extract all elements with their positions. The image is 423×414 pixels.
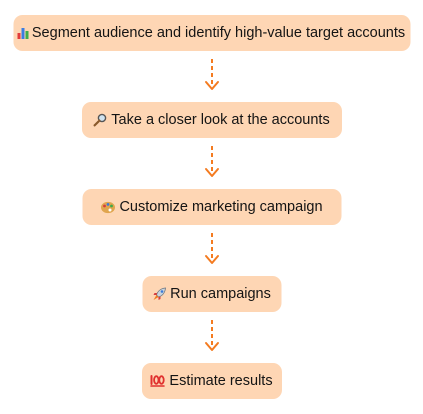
- step-run-campaigns: Run campaigns: [142, 276, 281, 312]
- arrow-down-icon: [204, 320, 219, 351]
- rocket-icon: [152, 287, 166, 301]
- hundred-points-icon: [150, 374, 166, 388]
- step-customize-campaign: Customize marketing campaign: [82, 189, 341, 225]
- step-label: Customize marketing campaign: [119, 199, 323, 215]
- step-closer-look: Take a closer look at the accounts: [81, 102, 342, 138]
- step-label: Take a closer look at the accounts: [111, 112, 330, 128]
- step-segment-audience: Segment audience and identify high-value…: [13, 15, 410, 51]
- step-label: Run campaigns: [170, 286, 271, 302]
- magnifying-glass-icon: [93, 113, 107, 127]
- step-estimate-results: Estimate results: [141, 363, 282, 399]
- step-label: Segment audience and identify high-value…: [31, 25, 406, 41]
- arrow-down-icon: [204, 59, 219, 90]
- artist-palette-icon: [100, 201, 115, 214]
- bar-chart-icon: [17, 27, 29, 39]
- arrow-down-icon: [204, 233, 219, 264]
- step-label: Estimate results: [169, 373, 273, 389]
- arrow-down-icon: [204, 146, 219, 177]
